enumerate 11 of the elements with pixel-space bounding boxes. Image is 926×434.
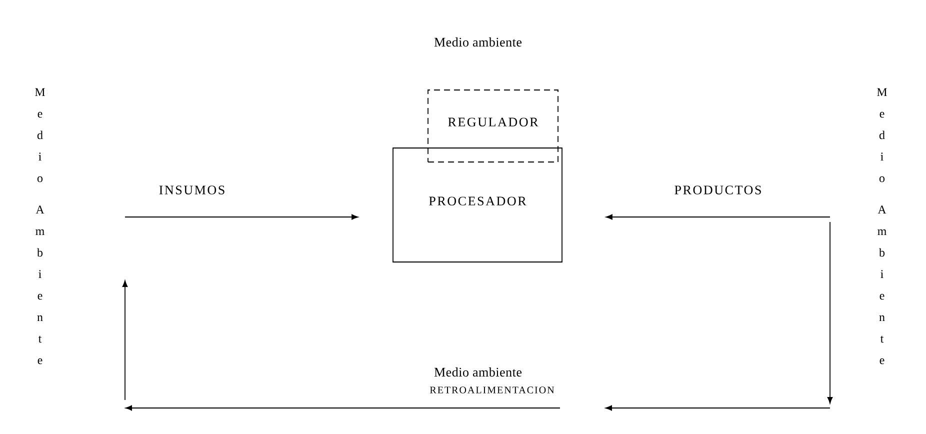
vertical-text-label: Medio Ambiente [877, 88, 887, 364]
vertical-text-label: Medio Ambiente [35, 88, 45, 364]
process-box: PROCESADOR [392, 148, 562, 262]
text-label: RETROALIMENTACION [430, 386, 554, 394]
regulator-box: REGULADOR [428, 90, 558, 162]
edge-label: INSUMOS [159, 186, 224, 194]
edge-label: PRODUCTOS [674, 186, 761, 194]
text-label: Medio ambiente [434, 37, 522, 47]
text-label: Medio ambiente [434, 367, 522, 377]
arrow [124, 214, 358, 220]
arrow [606, 214, 830, 220]
